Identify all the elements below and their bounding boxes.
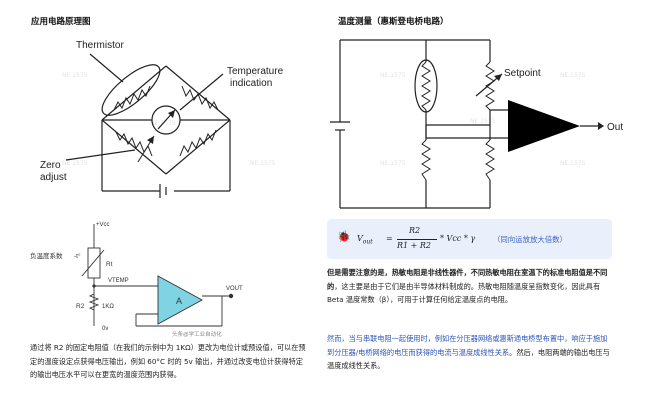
setpoint-label: Setpoint [504,68,541,79]
comparator-triangle [508,100,580,152]
fraction-bar [397,239,437,240]
amp-label: A [176,296,182,306]
formula-box: 🐞 Vout = R2 R1 + R2 * Vcc * γ （同向运放放大倍数） [327,219,612,259]
watermark: NE 1575 [250,72,276,79]
opamp-schematic: +Vcc 负温度系数 -t° Rt VTEMP A VOUT R2 1KΩ 0v… [30,222,243,338]
indication-label: indication [230,78,272,89]
ntc-label: 负温度系数 [30,251,63,260]
left-paragraph: 通过将 R2 的固定电阻值（在我们的示例中为 1KΩ）更改为电位计或预设值，可以… [30,343,306,380]
formula-numerator: R2 [409,226,421,235]
watermark: NE 1575 [380,72,406,79]
vout-label: VOUT [226,286,243,292]
rt-label: Rt [106,261,113,268]
watermark: NE 1575 [560,72,586,79]
r2-label: R2 [76,303,85,310]
formula-denominator: R1 + R2 [397,241,432,250]
watermark: NE 1575 [380,160,406,167]
zero-label: Zero [40,160,61,171]
thermistor-label: Thermistor [76,40,124,51]
wheatstone-diagram: Setpoint Out [330,39,623,209]
schematic-watermark: 头条@学工业自动化 [172,330,222,338]
adjust-label: adjust [40,172,67,183]
r-value-label: 1KΩ [102,304,114,310]
watermark: NE 1575 [62,72,88,79]
left-section-title: 应用电路原理图 [31,17,91,27]
watermark: NE 1575 [250,160,276,167]
vcc-label: +Vcc [96,222,110,228]
watermark: NE 1575 [62,160,88,167]
right-section-title: 温度测量（惠斯登电桥电路） [338,17,449,27]
opamp-triangle [157,275,203,325]
ladybug-icon: 🐞 [337,230,351,243]
watermark: NE 1575 [470,118,496,125]
zero-v-label: 0v [102,326,108,332]
formula-lhs: Vout [357,234,373,246]
right-paragraph-1: 但是需要注意的是，热敏电阻是非线性器件，不同热敏电阻在室温下的标准电阻值是不同的… [327,268,608,305]
out-label: Out [607,122,623,133]
watermark: NE 1575 [560,160,586,167]
vtemp-label: VTEMP [108,278,129,284]
formula-equals: = [386,234,393,243]
t-label: -t° [74,252,81,260]
temperature-label: Temperature [227,66,284,77]
formula-note: （同向运放放大倍数） [493,235,567,244]
right-paragraph-2: 然而，当与串联电阻一起使用时，例如在分压器网络或惠斯通电桥型布置中，响应于施加到… [327,334,610,371]
formula-rest: * Vcc * γ [440,234,476,243]
bridge-indicator-diagram: Thermistor Temperature indication Zero a… [40,40,284,198]
